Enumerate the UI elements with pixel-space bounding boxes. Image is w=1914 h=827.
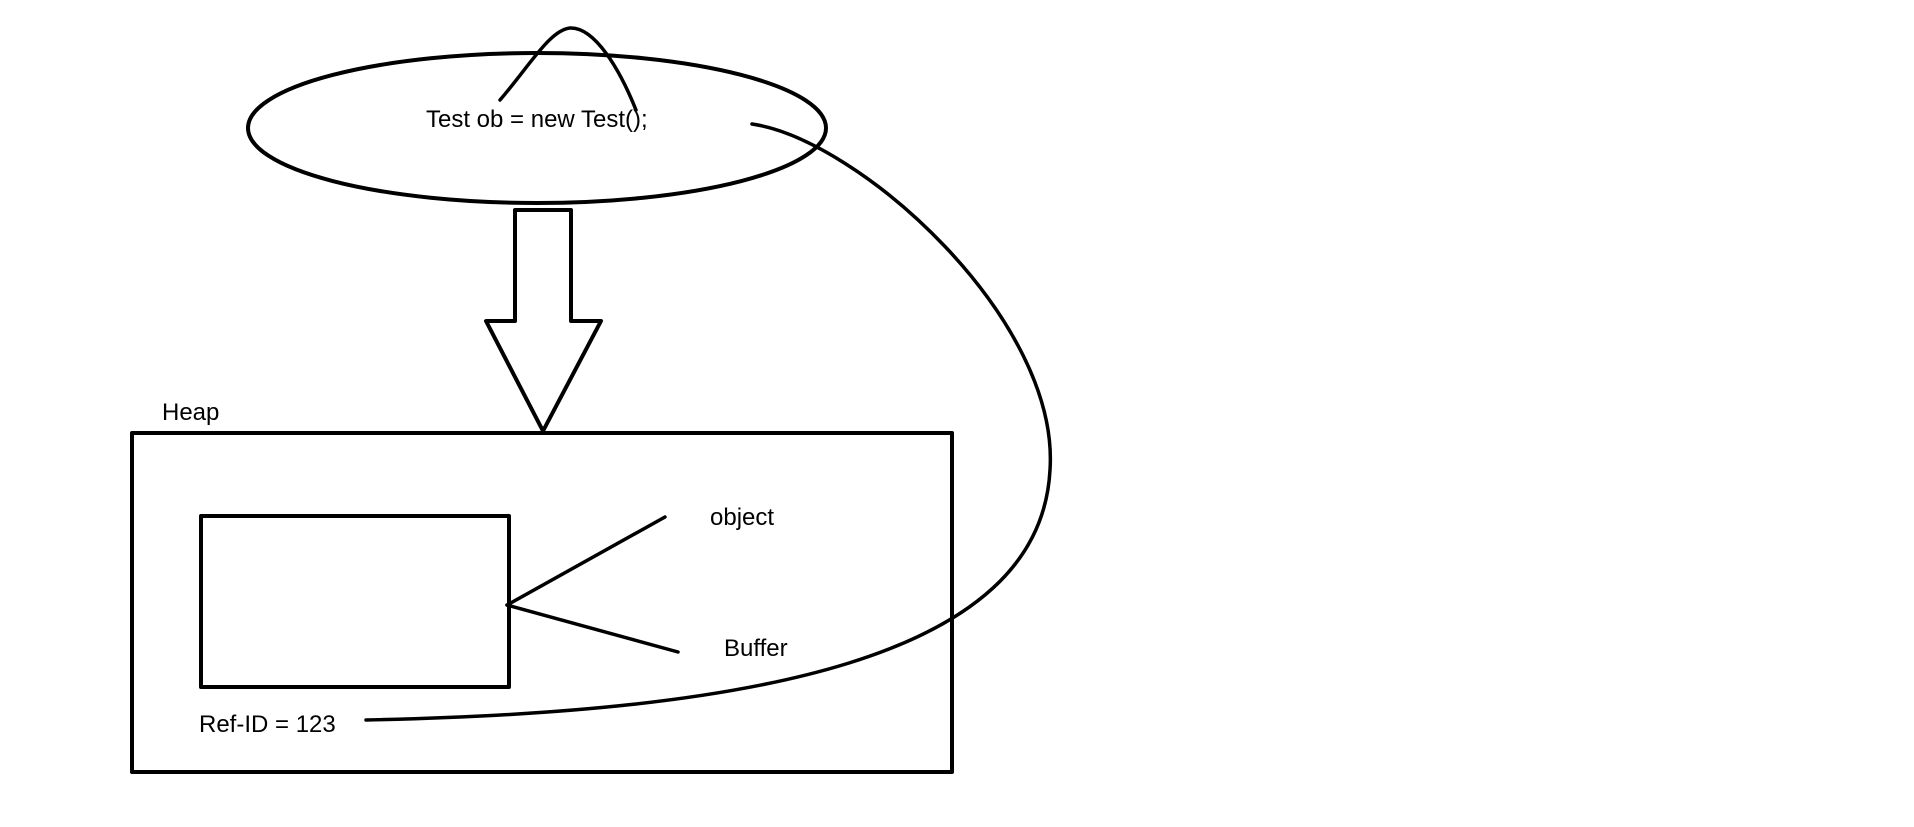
object-box <box>199 514 511 689</box>
ref-id-label: Ref-ID = 123 <box>199 711 336 738</box>
heap-label: Heap <box>162 399 219 426</box>
down-arrow <box>484 208 603 433</box>
buffer-label: Buffer <box>724 635 788 662</box>
heap-box <box>130 431 954 774</box>
hump-arc <box>498 26 638 112</box>
reference-curve <box>364 122 1052 722</box>
object-label: object <box>710 504 774 531</box>
buffer-pointer-line <box>505 603 680 654</box>
statement-text: Test ob = new Test(); <box>426 106 648 133</box>
object-pointer-line <box>505 515 667 607</box>
